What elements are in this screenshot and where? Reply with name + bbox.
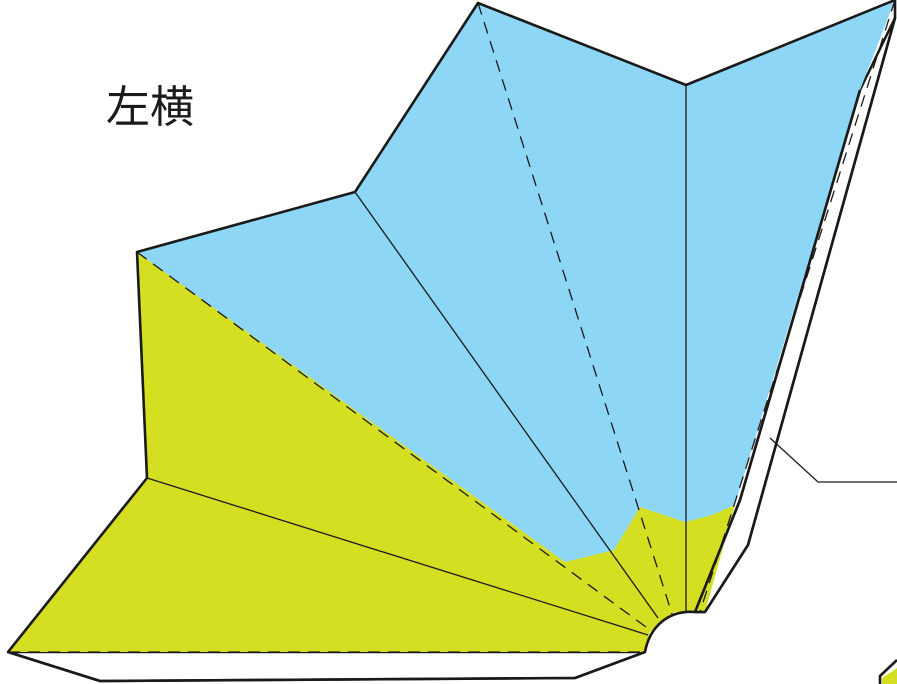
dashed-fold-line bbox=[699, 0, 896, 613]
dashed-fold-line bbox=[136, 251, 651, 631]
next-piece-fragment-fill bbox=[882, 668, 897, 684]
solid-fold-line bbox=[146, 477, 649, 636]
side-label: 左横 bbox=[106, 82, 194, 133]
bottom-glue-tab bbox=[6, 650, 647, 683]
next-piece-fragment bbox=[878, 659, 897, 684]
dashed-fold-line bbox=[477, 2, 673, 615]
solid-fold-line bbox=[354, 191, 659, 619]
blue-face bbox=[137, 0, 895, 562]
yellow-face bbox=[8, 252, 735, 652]
callout-leader-line bbox=[769, 437, 897, 483]
